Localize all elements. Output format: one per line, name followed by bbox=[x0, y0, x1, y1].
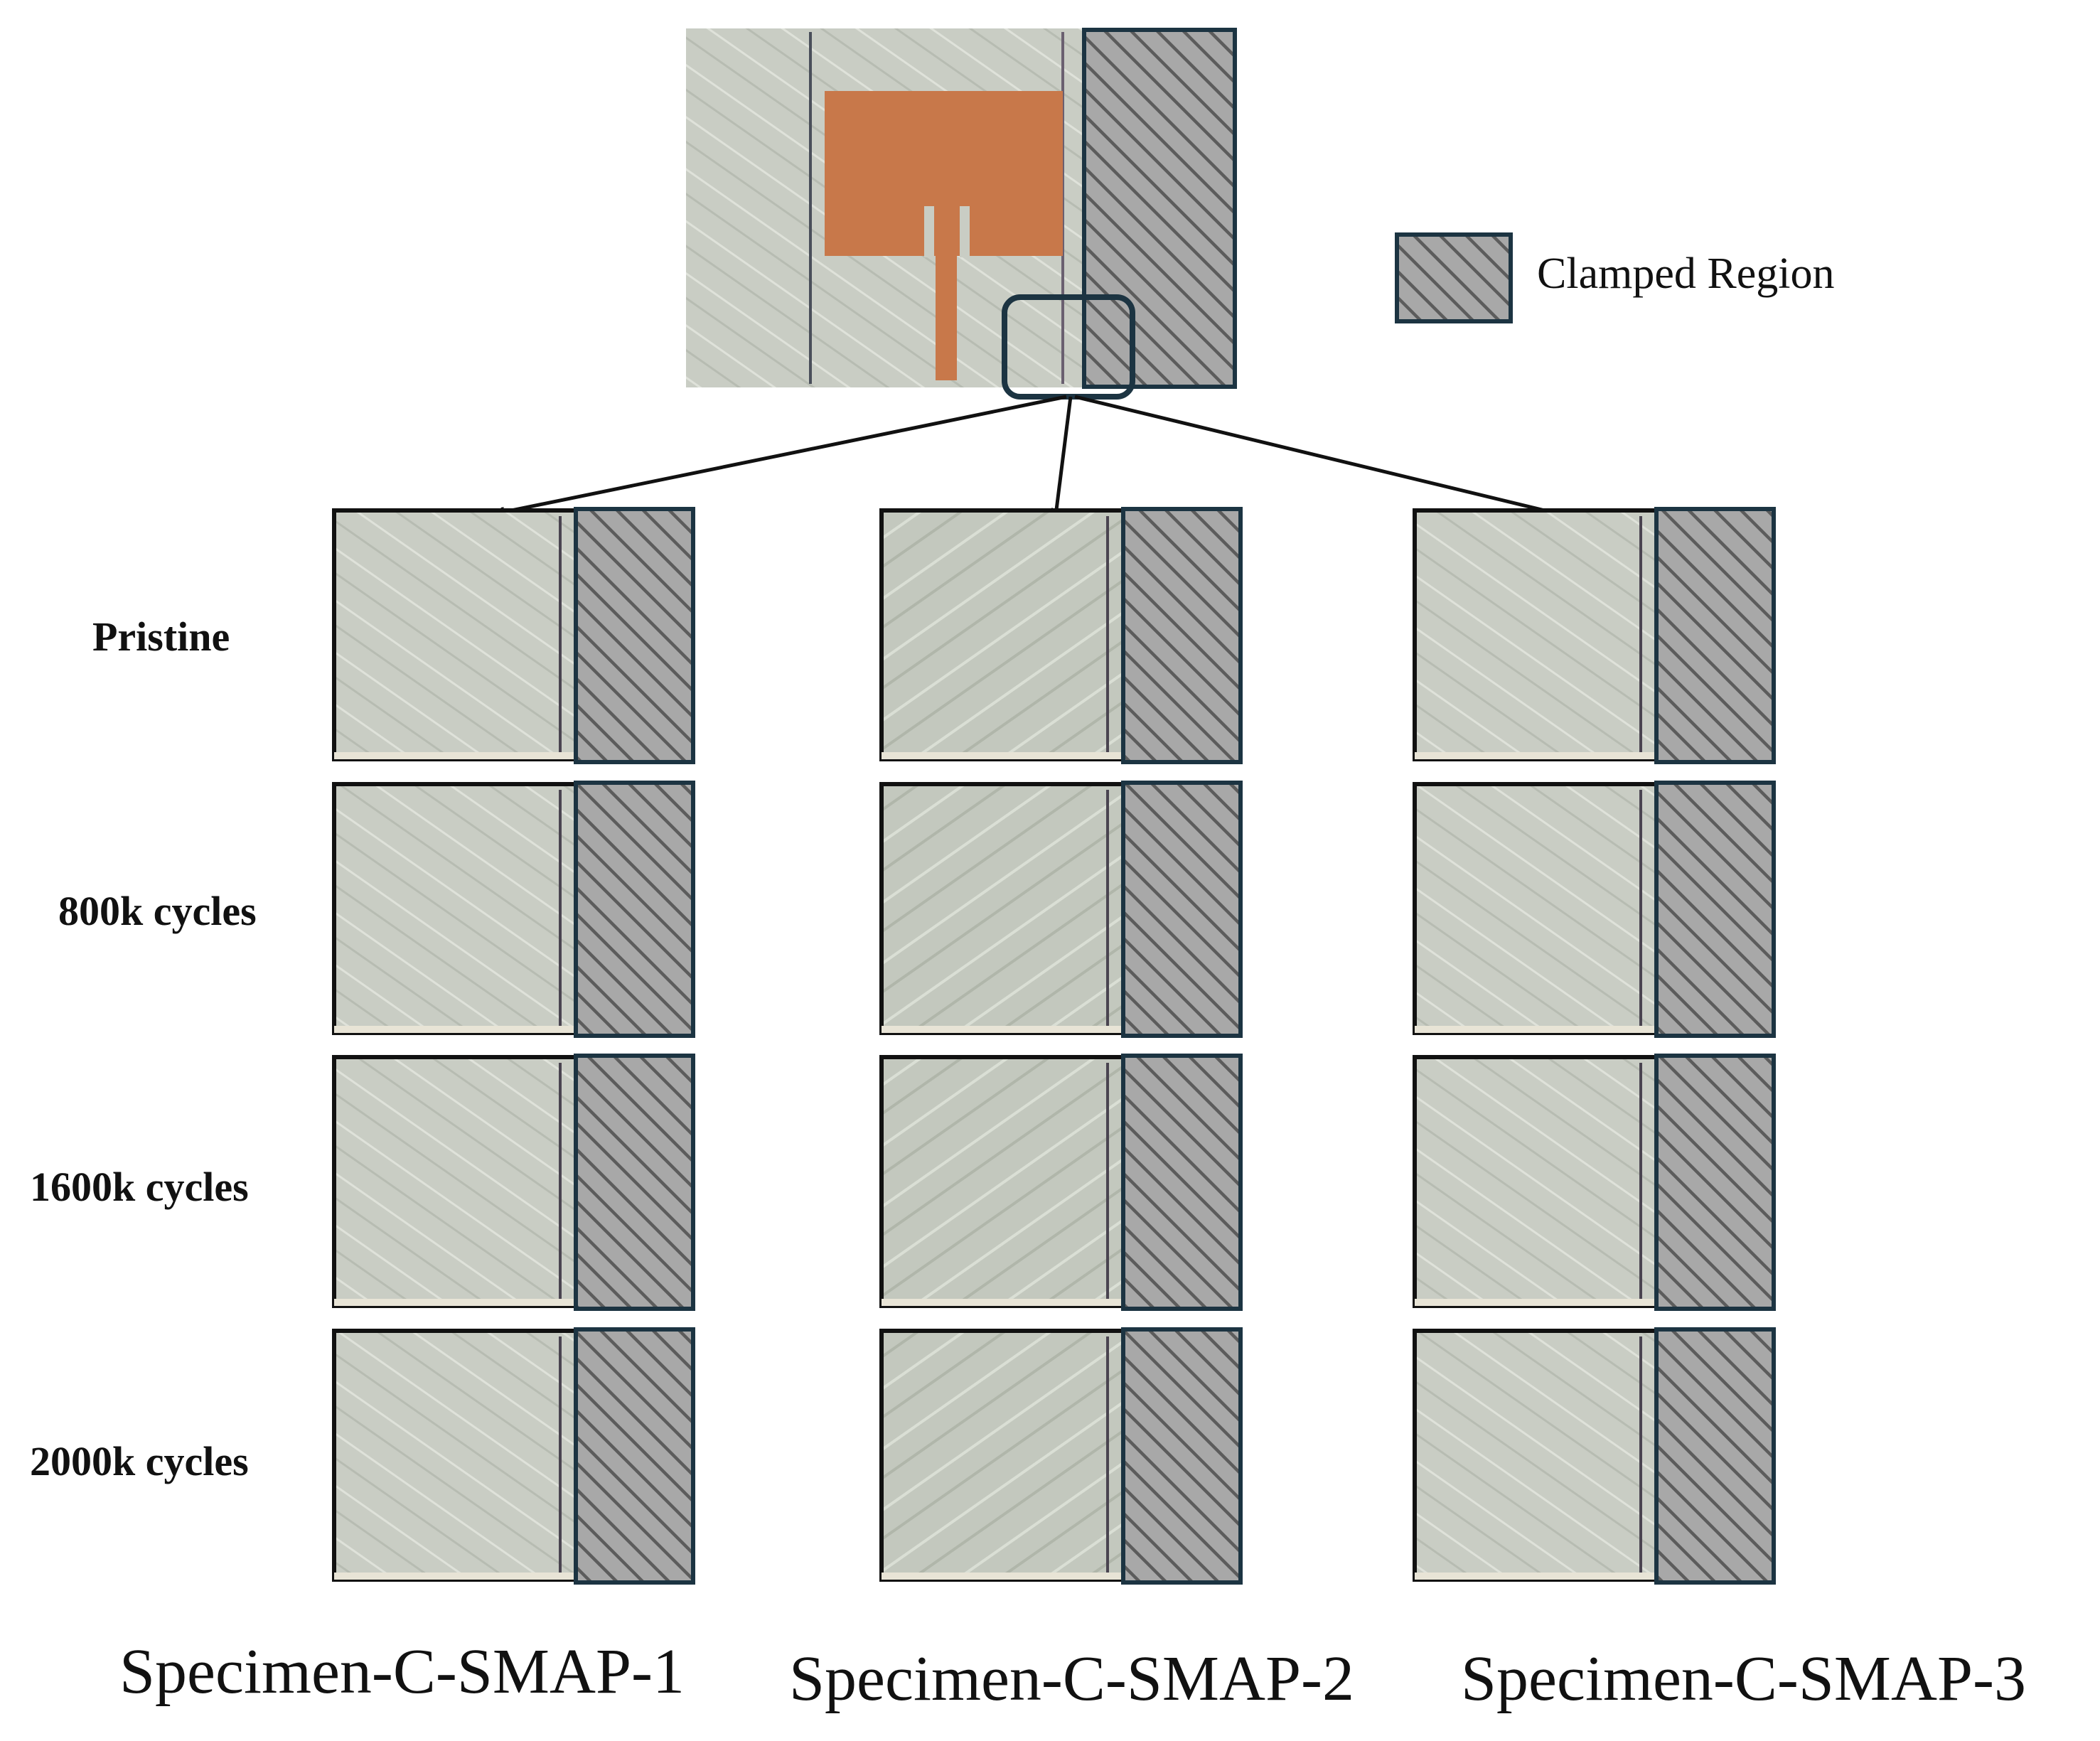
clamped-region bbox=[1654, 1054, 1776, 1311]
row-label-1600k: 1600k cycles bbox=[30, 1164, 249, 1210]
column-label-specimen-2: Specimen-C-SMAP-2 bbox=[789, 1644, 1354, 1714]
arrow-to-specimen-2 bbox=[1056, 396, 1073, 515]
clamped-region bbox=[1121, 1327, 1243, 1585]
specimen-panel bbox=[1413, 1327, 1776, 1585]
clamped-region bbox=[1654, 507, 1776, 764]
clamped-region bbox=[1121, 507, 1243, 764]
zoom-arrows bbox=[498, 395, 1580, 519]
specimen-edge bbox=[1415, 1026, 1656, 1033]
clamped-region bbox=[574, 1327, 695, 1585]
specimen-edge bbox=[334, 1026, 576, 1033]
specimen-closeup-photo bbox=[1413, 782, 1659, 1035]
specimen-closeup-photo bbox=[332, 782, 578, 1035]
clamped-region bbox=[574, 1054, 695, 1311]
specimen-edge bbox=[882, 1299, 1123, 1306]
specimen-edge bbox=[334, 1573, 576, 1580]
arrow-to-specimen-1 bbox=[498, 395, 1067, 513]
specimen-closeup-photo bbox=[332, 1329, 578, 1582]
patch-feed-slot-right bbox=[960, 206, 970, 257]
feed-line bbox=[936, 206, 957, 380]
specimen-closeup-photo bbox=[332, 1055, 578, 1308]
specimen-panel bbox=[879, 781, 1243, 1038]
clamped-region bbox=[1654, 781, 1776, 1038]
specimen-edge bbox=[334, 752, 576, 759]
zoom-highlight-box bbox=[1002, 294, 1135, 400]
specimen-edge bbox=[882, 752, 1123, 759]
specimen-panel bbox=[879, 1054, 1243, 1311]
specimen-panel bbox=[1413, 1054, 1776, 1311]
clamped-region bbox=[1121, 781, 1243, 1038]
specimen-closeup-photo bbox=[879, 1055, 1125, 1308]
specimen-panel bbox=[332, 507, 695, 764]
specimen-edge bbox=[882, 1573, 1123, 1580]
clamped-region bbox=[1654, 1327, 1776, 1585]
column-label-specimen-1: Specimen-C-SMAP-1 bbox=[119, 1636, 685, 1707]
clamped-region bbox=[574, 781, 695, 1038]
specimen-panel bbox=[332, 1054, 695, 1311]
specimen-edge bbox=[334, 1299, 576, 1306]
specimen-closeup-photo bbox=[1413, 508, 1659, 761]
specimen-edge bbox=[1415, 1299, 1656, 1306]
specimen-panel bbox=[332, 1327, 695, 1585]
row-label-800k: 800k cycles bbox=[58, 888, 257, 934]
column-label-specimen-3: Specimen-C-SMAP-3 bbox=[1461, 1644, 2026, 1714]
specimen-panel bbox=[1413, 781, 1776, 1038]
specimen-edge bbox=[1415, 752, 1656, 759]
specimen-panel bbox=[879, 1327, 1243, 1585]
clamped-region bbox=[1121, 1054, 1243, 1311]
specimen-closeup-photo bbox=[1413, 1055, 1659, 1308]
patch-feed-slot-left bbox=[924, 206, 934, 257]
row-label-pristine: Pristine bbox=[92, 614, 230, 660]
specimen-panel bbox=[879, 507, 1243, 764]
specimen-closeup-photo bbox=[1413, 1329, 1659, 1582]
clamped-region bbox=[574, 507, 695, 764]
specimen-closeup-photo bbox=[879, 782, 1125, 1035]
overview-clamped-region bbox=[1082, 28, 1237, 389]
arrow-to-specimen-3 bbox=[1074, 395, 1580, 519]
specimen-closeup-photo bbox=[332, 508, 578, 761]
specimen-panel bbox=[1413, 507, 1776, 764]
legend-swatch bbox=[1395, 232, 1513, 323]
specimen-edge bbox=[1415, 1573, 1656, 1580]
specimen-panel-grid bbox=[332, 507, 1776, 1585]
specimen-panel bbox=[332, 781, 695, 1038]
specimen-closeup-photo bbox=[879, 508, 1125, 761]
legend-label: Clamped Region bbox=[1537, 250, 1835, 298]
overview-specimen bbox=[686, 28, 1237, 400]
specimen-edge bbox=[882, 1026, 1123, 1033]
row-label-2000k: 2000k cycles bbox=[30, 1438, 249, 1484]
specimen-closeup-photo bbox=[879, 1329, 1125, 1582]
